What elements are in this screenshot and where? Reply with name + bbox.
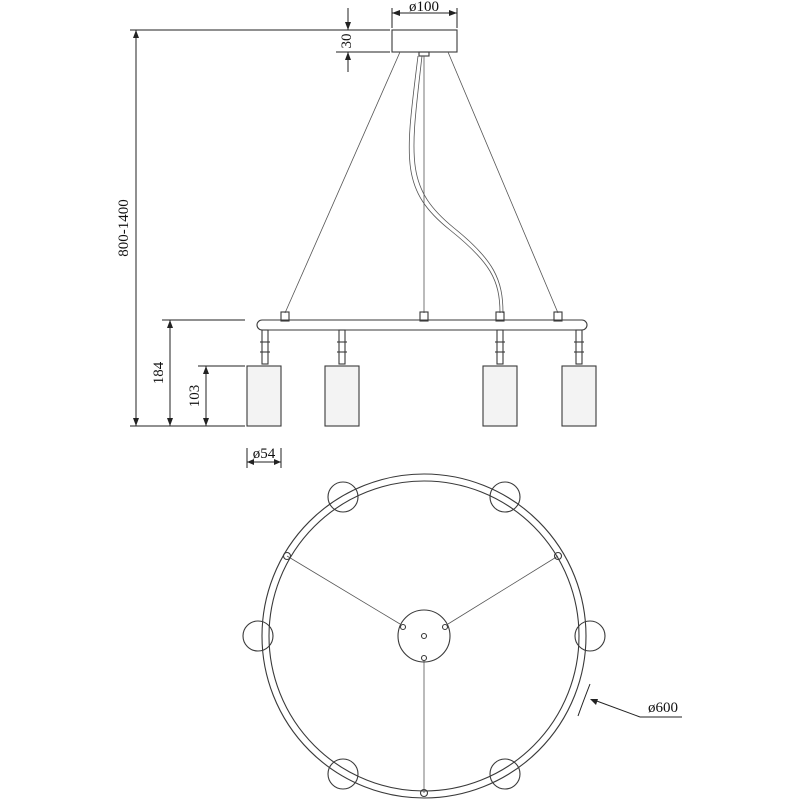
- dim-canopy-diameter: ø100: [391, 0, 458, 28]
- canopy-top: [397, 609, 451, 663]
- dim-ring-diameter: ø600: [577, 683, 682, 718]
- ring-diameter-label: ø600: [648, 700, 678, 716]
- lamp-shade: [561, 365, 597, 427]
- dim-shade-height: 103: [187, 365, 245, 426]
- power-cable: [408, 55, 501, 314]
- ring-outer: [261, 473, 587, 799]
- spoke: [286, 555, 401, 625]
- dim-canopy-height: 30: [336, 8, 390, 72]
- top-view: ø600: [242, 473, 682, 799]
- dim-shade-diameter: ø54: [246, 446, 282, 468]
- dim-bar-height: 184: [151, 319, 245, 426]
- bar-height-label: 184: [151, 361, 167, 384]
- lamp-shade: [246, 365, 282, 427]
- lamp-1: [246, 329, 282, 427]
- suspension-wire-left: [284, 51, 401, 314]
- horizontal-bar: [256, 319, 588, 331]
- shade-height-label: 103: [187, 385, 203, 408]
- shade-top: [242, 481, 606, 790]
- spoke: [447, 555, 559, 625]
- lamp-4: [561, 329, 597, 427]
- side-view: ø100 30 800-1400 184: [116, 0, 597, 468]
- total-height-label: 800-1400: [116, 199, 132, 257]
- lamp-3: [482, 329, 518, 427]
- lamp-shade: [482, 365, 518, 427]
- lamp-shade: [324, 365, 360, 427]
- dim-total-height: 800-1400: [116, 29, 340, 427]
- canopy-diameter-label: ø100: [409, 0, 439, 15]
- wire-clip: [280, 311, 563, 322]
- suspension-wire-right: [447, 51, 559, 314]
- lamp-2: [324, 329, 360, 427]
- shade-diameter-label: ø54: [253, 446, 276, 462]
- canopy: [391, 29, 458, 53]
- canopy-height-label: 30: [339, 34, 355, 49]
